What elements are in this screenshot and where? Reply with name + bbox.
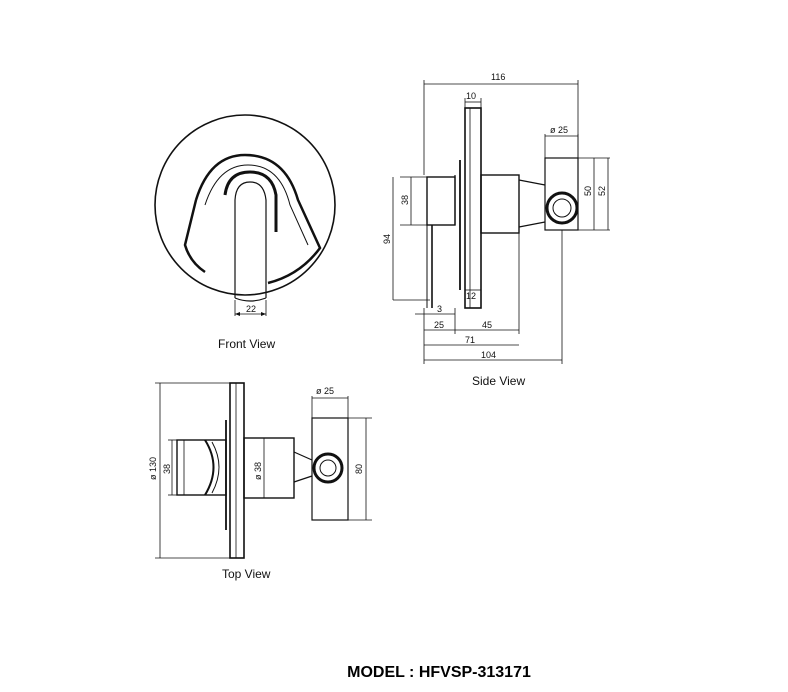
dim-top-handle-diameter: ø 25 (316, 386, 334, 396)
dim-side-body-height: 38 (400, 195, 410, 205)
dim-side-depth-b: 45 (482, 320, 492, 330)
front-view-label: Front View (218, 337, 275, 351)
dim-side-depth-c: 71 (465, 335, 475, 345)
dim-side-depth-a: 25 (434, 320, 444, 330)
dim-top-handle-length: 80 (354, 464, 364, 474)
side-view-drawing (392, 80, 610, 364)
dim-side-plate-thickness: 10 (466, 91, 476, 101)
model-number: MODEL : HFVSP-313171 (0, 664, 788, 682)
dim-side-plate-bottom: 12 (466, 291, 476, 301)
dim-top-body-width: 38 (162, 464, 172, 474)
side-view-label: Side View (472, 374, 525, 388)
dim-side-handle-diameter: ø 25 (550, 125, 568, 135)
dim-side-handle-height-outer: 52 (597, 186, 607, 196)
front-view-drawing (154, 114, 336, 316)
dim-front-handle-width: 22 (246, 304, 256, 314)
dim-side-handle-height-inner: 50 (583, 186, 593, 196)
dim-side-depth-d: 104 (481, 350, 496, 360)
top-view-label: Top View (222, 567, 271, 581)
dim-side-gap: 3 (437, 304, 442, 314)
dim-side-overall-height: 94 (382, 234, 392, 244)
dim-top-plate-diameter: ø 130 (148, 457, 158, 480)
dim-top-body-diameter: ø 38 (253, 462, 263, 480)
top-view-drawing (155, 382, 372, 559)
dim-side-overall-width: 116 (491, 72, 505, 82)
model-number-text: MODEL : HFVSP-313171 (347, 664, 531, 681)
